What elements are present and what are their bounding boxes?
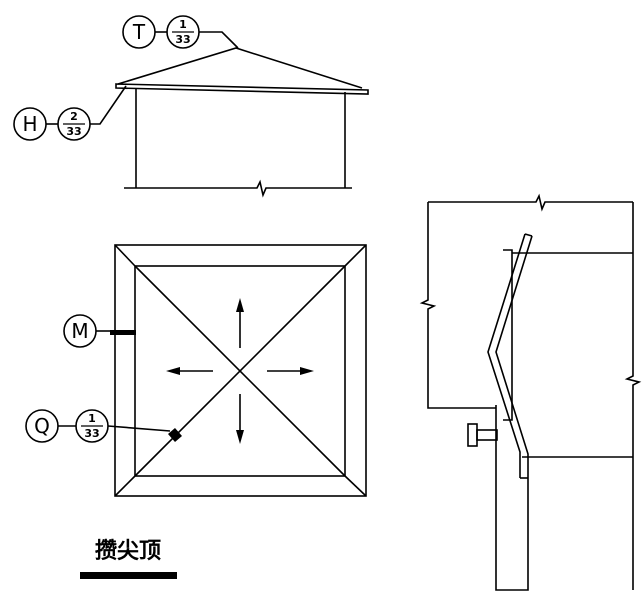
callout-t-numerator: 1: [179, 18, 187, 31]
plan-outer-square: [114, 244, 367, 497]
elevation-view: [115, 47, 369, 198]
callout-q: Q 1 33: [25, 409, 171, 443]
break-line-bottom: [124, 179, 352, 198]
corner-br: [344, 475, 367, 497]
title-underline: [80, 572, 177, 579]
section-view: [419, 193, 642, 591]
callout-q-letter: Q: [34, 414, 50, 438]
plan-view: [110, 244, 367, 497]
roof-board-inner: [495, 235, 533, 478]
slope-arrow-up: [236, 298, 244, 348]
roof-board-top-cap: [524, 233, 533, 237]
bolt-head: [467, 423, 478, 447]
bolt-shank: [476, 429, 498, 441]
corner-tl: [114, 244, 136, 267]
callout-h-numerator: 2: [70, 110, 78, 123]
roof-board-outer: [487, 233, 526, 478]
section-right-break-line: [624, 202, 642, 590]
q-detail-mark: [168, 428, 182, 442]
callout-q-numerator: 1: [88, 412, 96, 425]
section-left-break-line: [419, 202, 496, 409]
callout-h-leader: [90, 85, 127, 125]
callout-q-leader: [107, 425, 171, 432]
corner-tr: [344, 244, 367, 267]
drawing-title-block: 攒尖顶: [80, 538, 177, 579]
eave-board: [115, 83, 369, 95]
section-top-break-line: [428, 193, 633, 212]
callout-m: M: [63, 314, 112, 348]
slope-arrow-left: [166, 367, 213, 375]
roof-pitch-outline: [117, 47, 363, 89]
m-detail-mark: [110, 330, 136, 335]
callout-t: T 1 33: [122, 15, 239, 49]
plan-inner-square: [134, 265, 346, 477]
callout-h-denominator: 33: [66, 125, 81, 138]
callout-q-denominator: 33: [84, 427, 99, 440]
callout-t-denominator: 33: [175, 33, 190, 46]
upper-support-plate: [503, 249, 513, 421]
callout-h-letter: H: [22, 112, 37, 136]
corner-bl: [114, 475, 136, 497]
callout-m-letter: M: [71, 319, 88, 343]
hip-line-2: [134, 265, 346, 477]
lower-support-frame: [495, 405, 529, 591]
drawing-title: 攒尖顶: [95, 538, 161, 564]
callout-t-leader: [199, 31, 239, 49]
slope-arrow-down: [236, 394, 244, 444]
slope-arrow-right: [267, 367, 314, 375]
callout-t-letter: T: [132, 20, 146, 44]
callout-h: H 2 33: [13, 85, 127, 141]
